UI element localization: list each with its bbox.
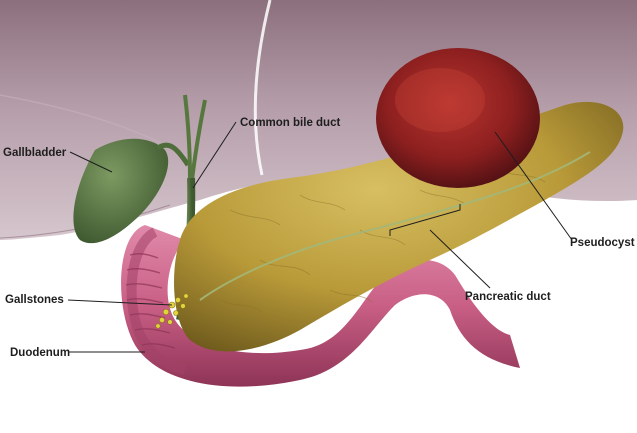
label-common-bile-duct: Common bile duct (240, 117, 340, 129)
pseudocyst-highlight (395, 68, 485, 132)
label-pseudocyst: Pseudocyst (570, 237, 635, 249)
label-pancreatic-duct: Pancreatic duct (465, 291, 551, 303)
label-duodenum: Duodenum (10, 347, 70, 359)
label-gallstones: Gallstones (5, 294, 64, 306)
label-gallbladder: Gallbladder (3, 147, 67, 159)
